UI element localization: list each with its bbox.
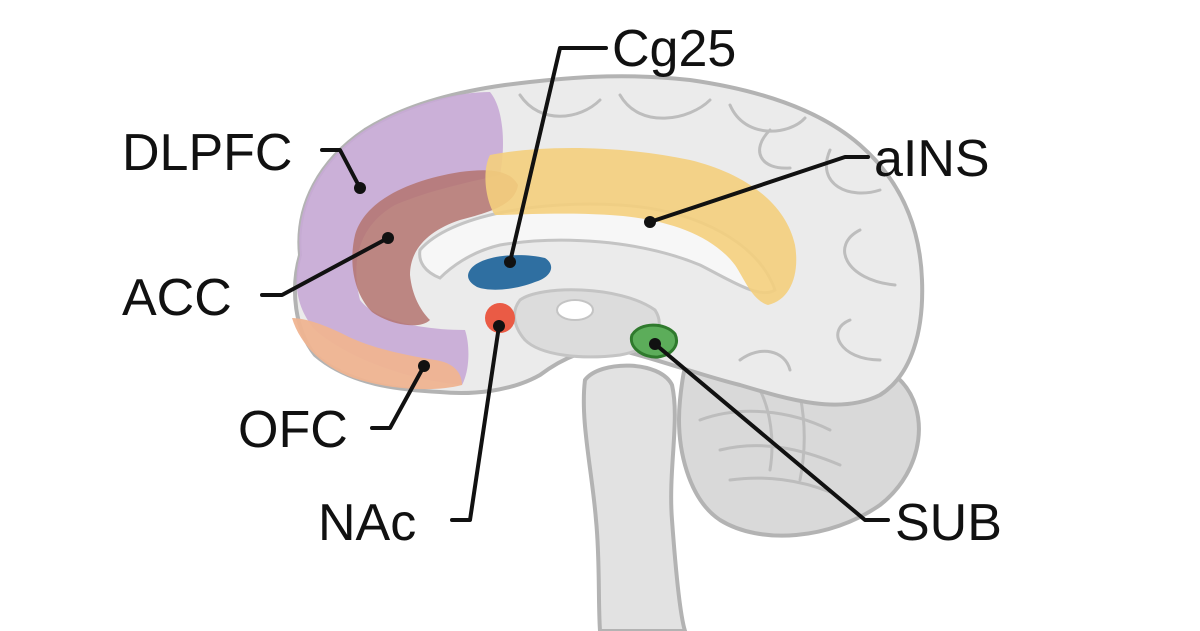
leader-lines	[260, 46, 890, 522]
leader-ofc	[370, 364, 426, 430]
leader-cg25	[508, 46, 608, 264]
dot-ofc	[418, 360, 430, 372]
dot-sub	[649, 338, 661, 350]
dot-dlpfc	[354, 182, 366, 194]
gyri-folds	[518, 93, 897, 372]
label-ofc: OFC	[238, 401, 348, 459]
leader-ains	[648, 155, 870, 224]
label-cg25: Cg25	[612, 20, 736, 78]
thalamus	[513, 288, 661, 359]
label-dlpfc: DLPFC	[122, 124, 292, 182]
region-cg25	[468, 255, 552, 290]
region-ains	[485, 148, 797, 305]
label-acc: ACC	[122, 269, 232, 327]
dot-ains	[644, 216, 656, 228]
leader-sub	[653, 342, 890, 522]
label-ains: aINS	[874, 130, 990, 188]
brainstem	[581, 363, 688, 631]
label-sub: SUB	[895, 494, 1002, 552]
leader-dlpfc	[320, 148, 362, 190]
leader-acc	[260, 236, 390, 297]
region-acc	[352, 170, 518, 326]
label-nac: NAc	[318, 494, 416, 552]
ventricle-highlight	[556, 299, 594, 321]
region-nac	[485, 303, 515, 333]
dot-acc	[382, 232, 394, 244]
dot-cg25	[504, 256, 516, 268]
leader-nac	[450, 324, 501, 522]
dot-nac	[493, 320, 505, 332]
labels: Cg25 aINS DLPFC ACC OFC NAc SUB	[122, 20, 1002, 552]
